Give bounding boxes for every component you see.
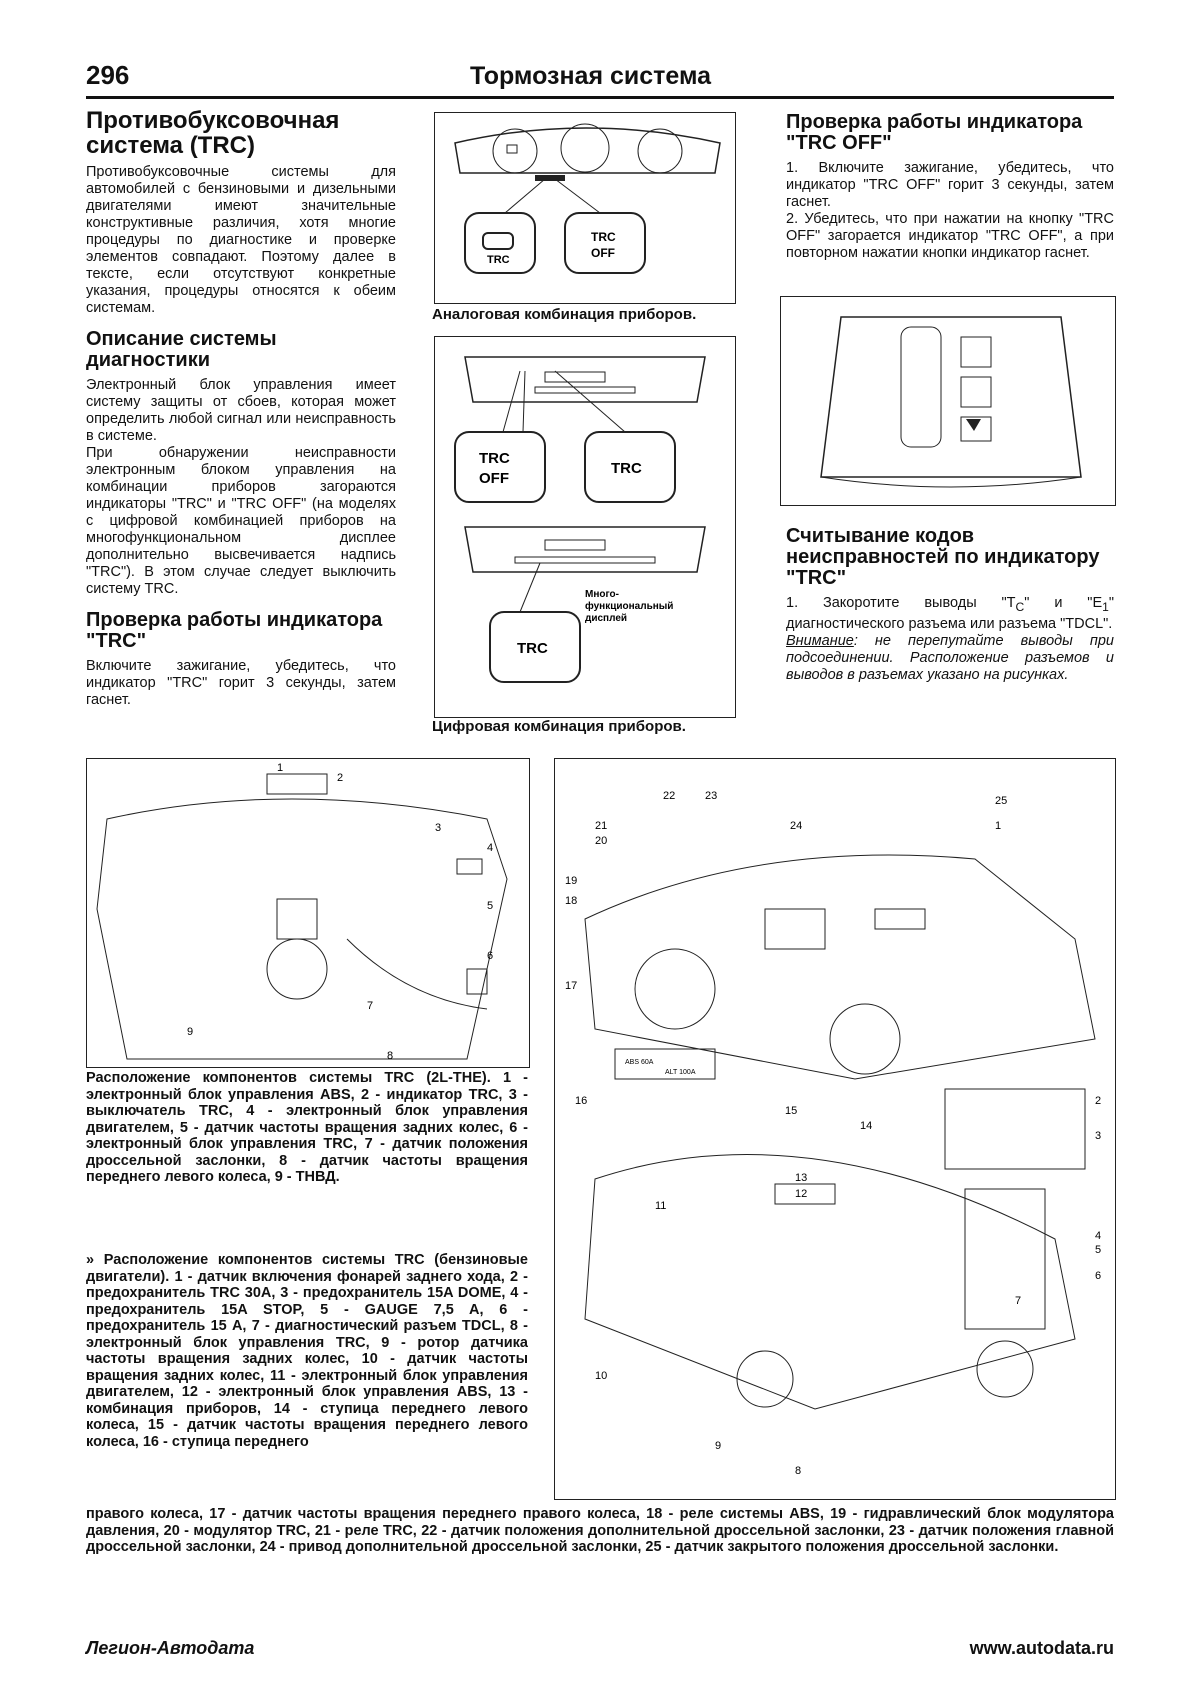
callout-r-1: 1 [995,820,1001,832]
callout-1: 1 [277,762,283,774]
paragraph-trc-off-2: 2. Убедитесь, что при нажатии на кнопку … [786,211,1114,261]
display-label-2: функциональный [585,600,673,612]
caption-block-3: правого колеса, 17 - датчик частоты вращ… [86,1506,1114,1556]
analog-trc-off-label-1: TRC [591,230,616,244]
paragraph-note: Внимание: не перепутайте выводы при подс… [786,633,1114,684]
callout-r-6: 6 [1095,1270,1101,1282]
callout-r-24: 24 [790,820,802,832]
callout-r-18: 18 [565,895,577,907]
fuse-label-abs: ABS 60A [625,1059,654,1066]
column-right: Проверка работы индикатора "TRC OFF" 1. … [786,112,1114,262]
callout-r-15: 15 [785,1105,797,1117]
paragraph-trc-off-1: 1. Включите зажигание, убедитесь, что ин… [786,160,1114,210]
callout-r-10: 10 [595,1370,607,1382]
display-label-1: Много- [585,589,619,600]
section-title: Тормозная система [470,62,712,90]
caption-marker: » [86,1252,95,1268]
caption-digital-cluster: Цифровая комбинация приборов. [432,718,686,735]
heading-diagnostics: Описание системы диагностики [86,328,277,372]
callout-r-2: 2 [1095,1095,1101,1107]
callout-r-7: 7 [1015,1295,1021,1307]
digital-trc-off-label-2: OFF [479,470,509,487]
callout-r-5: 5 [1095,1244,1101,1256]
callout-r-4: 4 [1095,1230,1101,1242]
callout-r-25: 25 [995,795,1007,807]
analog-trc-label: TRC [487,254,510,266]
car-layout-drawing: ABS 60A ALT 100A 22 23 25 21 20 24 1 19 … [565,790,1101,1477]
page-number: 296 [86,60,130,90]
column-left: Противобуксовочная система (TRC) Противо… [86,108,396,709]
digital-trc-off-label-1: TRC [479,450,510,467]
digital-trc-label: TRC [611,460,642,477]
callout-r-13: 13 [795,1172,807,1184]
callout-2: 2 [337,772,343,784]
paragraph-diagnostics: Электронный блок управления имеет систем… [86,377,396,445]
figure-petrol-components: ABS 60A ALT 100A 22 23 25 21 20 24 1 19 … [554,758,1116,1500]
heading-trc: Противобуксовочная система (TRC) [86,107,340,160]
heading-check-trc: Проверка работы индикатора "TRC" [86,609,383,653]
header-rule [86,96,1114,99]
callout-r-21: 21 [595,820,607,832]
analog-cluster-drawing: TRC TRC OFF [454,123,721,274]
publisher-name: Легион-Автодата [86,1638,255,1658]
fuse-label-alt: ALT 100A [665,1069,696,1076]
caption-block-2: » Расположение компонентов системы TRC (… [86,1252,528,1450]
callout-8: 8 [387,1050,393,1062]
figure-analog-cluster: TRC TRC OFF [434,112,736,304]
caption-petrol-continued: правого колеса, 17 - датчик частоты вращ… [86,1506,1114,1555]
caption-2l-the: Расположение компонентов системы TRC (2L… [86,1070,528,1185]
callout-5: 5 [487,900,493,912]
figure-2l-the-components: 1 2 3 4 5 6 7 8 9 [86,758,530,1068]
caption-block-1: Расположение компонентов системы TRC (2L… [86,1070,528,1186]
engine-bay-drawing: 1 2 3 4 5 6 7 8 9 [96,762,508,1062]
paragraph-read-codes: 1. Закоротите выводы "TC" и "E1" диагнос… [786,595,1114,632]
caption-petrol: » Расположение компонентов системы TRC (… [86,1252,528,1450]
figure-trc-off-switch [780,296,1116,506]
callout-r-17: 17 [565,980,577,992]
callout-r-3: 3 [1095,1130,1101,1142]
paragraph-intro: Противобуксовочные системы для автомобил… [86,164,396,317]
callout-7: 7 [367,1000,373,1012]
callout-r-23: 23 [705,790,717,802]
note-text: : не перепутайте выводы при подсоединени… [786,632,1114,683]
callout-r-9: 9 [715,1440,721,1452]
digital-cluster-drawing: TRC OFF TRC TRC Много- функциональный ди… [454,356,706,683]
callout-r-8: 8 [795,1465,801,1477]
callout-r-20: 20 [595,835,607,847]
digital-trc-bottom-label: TRC [517,640,548,657]
callout-6: 6 [487,950,493,962]
publisher-url[interactable]: www.autodata.ru [969,1638,1114,1658]
paragraph-check-trc: Включите зажигание, убедитесь, что индик… [86,658,396,709]
callout-r-11: 11 [655,1200,666,1212]
callout-4: 4 [487,842,493,854]
callout-3: 3 [435,822,441,834]
paragraph-fault: При обнаружении неисправности электронны… [86,445,396,598]
caption-analog-cluster: Аналоговая комбинация приборов. [432,306,697,323]
callout-r-19: 19 [565,875,577,887]
note-label: Внимание [786,632,854,649]
callout-r-22: 22 [663,790,675,802]
callout-9: 9 [187,1026,193,1038]
callout-r-16: 16 [575,1095,587,1107]
column-right-lower: Считывание кодов неисправностей по индик… [786,526,1114,684]
figure-digital-cluster: TRC OFF TRC TRC Много- функциональный ди… [434,336,736,718]
switch-drawing [820,316,1082,488]
analog-trc-off-label-2: OFF [591,246,615,260]
heading-check-trc-off: Проверка работы индикатора "TRC OFF" [786,111,1083,154]
callout-r-14: 14 [860,1120,872,1132]
heading-read-codes: Считывание кодов неисправностей по индик… [786,525,1100,589]
display-label-3: дисплей [585,613,627,624]
callout-r-12: 12 [795,1188,807,1200]
